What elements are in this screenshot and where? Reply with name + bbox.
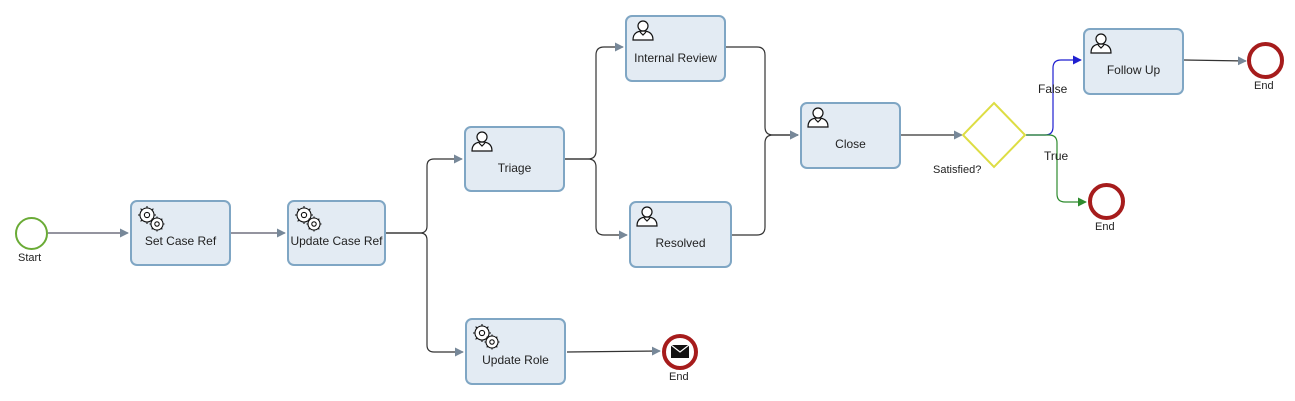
user-icon bbox=[631, 19, 655, 46]
flow-update-case-ref-to-update-role[interactable] bbox=[386, 232, 464, 357]
gears-icon bbox=[136, 204, 168, 239]
flow-gateway-false-to-follow-up[interactable] bbox=[1026, 55, 1082, 136]
user-icon bbox=[806, 106, 830, 133]
flow-follow-up-to-end[interactable] bbox=[1183, 56, 1247, 66]
end-event-true[interactable] bbox=[1088, 183, 1125, 220]
task-triage[interactable]: Triage bbox=[464, 126, 565, 192]
flow-resolved-to-close[interactable] bbox=[732, 130, 799, 236]
end-event-label: End bbox=[1095, 221, 1115, 233]
end-event-label: End bbox=[1254, 80, 1274, 92]
user-icon bbox=[1089, 32, 1113, 59]
flow-triage-to-internal-review[interactable] bbox=[565, 42, 624, 160]
flow-gateway-true-to-end[interactable] bbox=[1026, 134, 1087, 207]
task-internal-review[interactable]: Internal Review bbox=[625, 15, 726, 82]
end-event-message[interactable] bbox=[662, 334, 698, 370]
task-label: Close bbox=[835, 137, 866, 151]
task-close[interactable]: Close bbox=[800, 102, 901, 169]
task-follow-up[interactable]: Follow Up bbox=[1083, 28, 1184, 95]
flow-update-role-to-end[interactable] bbox=[566, 346, 661, 356]
task-set-case-ref[interactable]: Set Case Ref bbox=[130, 200, 231, 266]
start-event[interactable] bbox=[15, 217, 48, 250]
gears-icon bbox=[293, 204, 325, 239]
true-flow-label: True bbox=[1044, 149, 1069, 163]
user-icon bbox=[470, 130, 494, 157]
end-event-label: End bbox=[669, 371, 689, 383]
exclusive-gateway[interactable] bbox=[961, 101, 1027, 169]
false-flow-label: False bbox=[1038, 82, 1068, 96]
task-label: Update Case Ref bbox=[290, 234, 383, 248]
task-label: Update Role bbox=[482, 353, 549, 367]
gateway-diamond-shape bbox=[961, 101, 1027, 169]
user-icon bbox=[635, 205, 659, 232]
flow-triage-to-resolved[interactable] bbox=[565, 158, 628, 240]
task-label: Triage bbox=[497, 161, 532, 175]
gears-icon bbox=[471, 322, 503, 357]
task-update-role[interactable]: Update Role bbox=[465, 318, 566, 385]
envelope-icon bbox=[671, 345, 689, 358]
task-label: Set Case Ref bbox=[144, 234, 217, 248]
task-update-case-ref[interactable]: Update Case Ref bbox=[287, 200, 386, 266]
task-resolved[interactable]: Resolved bbox=[629, 201, 732, 268]
task-label: Follow Up bbox=[1106, 63, 1161, 77]
gateway-label: Satisfied? bbox=[933, 164, 982, 176]
start-event-label: Start bbox=[18, 252, 42, 264]
task-label: Resolved bbox=[655, 236, 706, 250]
flow-internal-review-to-close[interactable] bbox=[726, 46, 799, 140]
task-label: Internal Review bbox=[634, 51, 717, 65]
end-event-follow-up[interactable] bbox=[1247, 42, 1284, 79]
flow-update-case-ref-to-triage[interactable] bbox=[386, 154, 463, 234]
